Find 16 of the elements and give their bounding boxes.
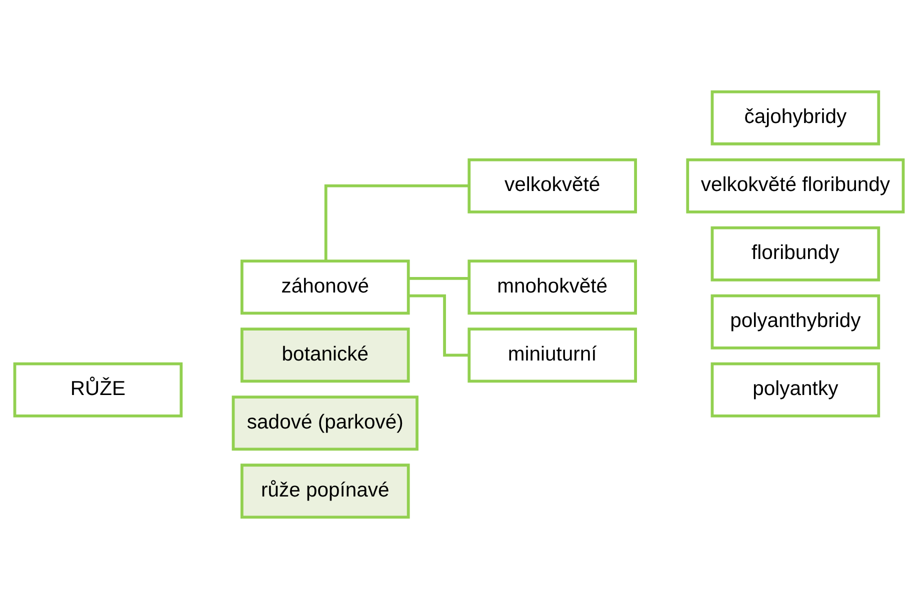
node-box: mnohokvěté xyxy=(468,260,637,315)
node-box: velkokvěté floribundy xyxy=(686,158,905,214)
node-box: floribundy xyxy=(710,226,880,282)
node-box: botanické xyxy=(240,328,410,383)
node-box: RŮŽE xyxy=(13,362,183,418)
connector xyxy=(408,277,470,280)
connector xyxy=(324,184,469,262)
node-box: velkokvěté xyxy=(468,158,637,214)
node-box: čajohybridy xyxy=(710,90,880,146)
node-box: polyantky xyxy=(710,362,880,418)
node-box: sadové (parkové) xyxy=(232,396,418,451)
node-box: záhonové xyxy=(240,260,410,315)
node-box: růže popínavé xyxy=(240,464,410,519)
connector xyxy=(408,294,469,357)
node-box: polyanthybridy xyxy=(710,294,880,350)
node-box: miniuturní xyxy=(468,328,637,383)
